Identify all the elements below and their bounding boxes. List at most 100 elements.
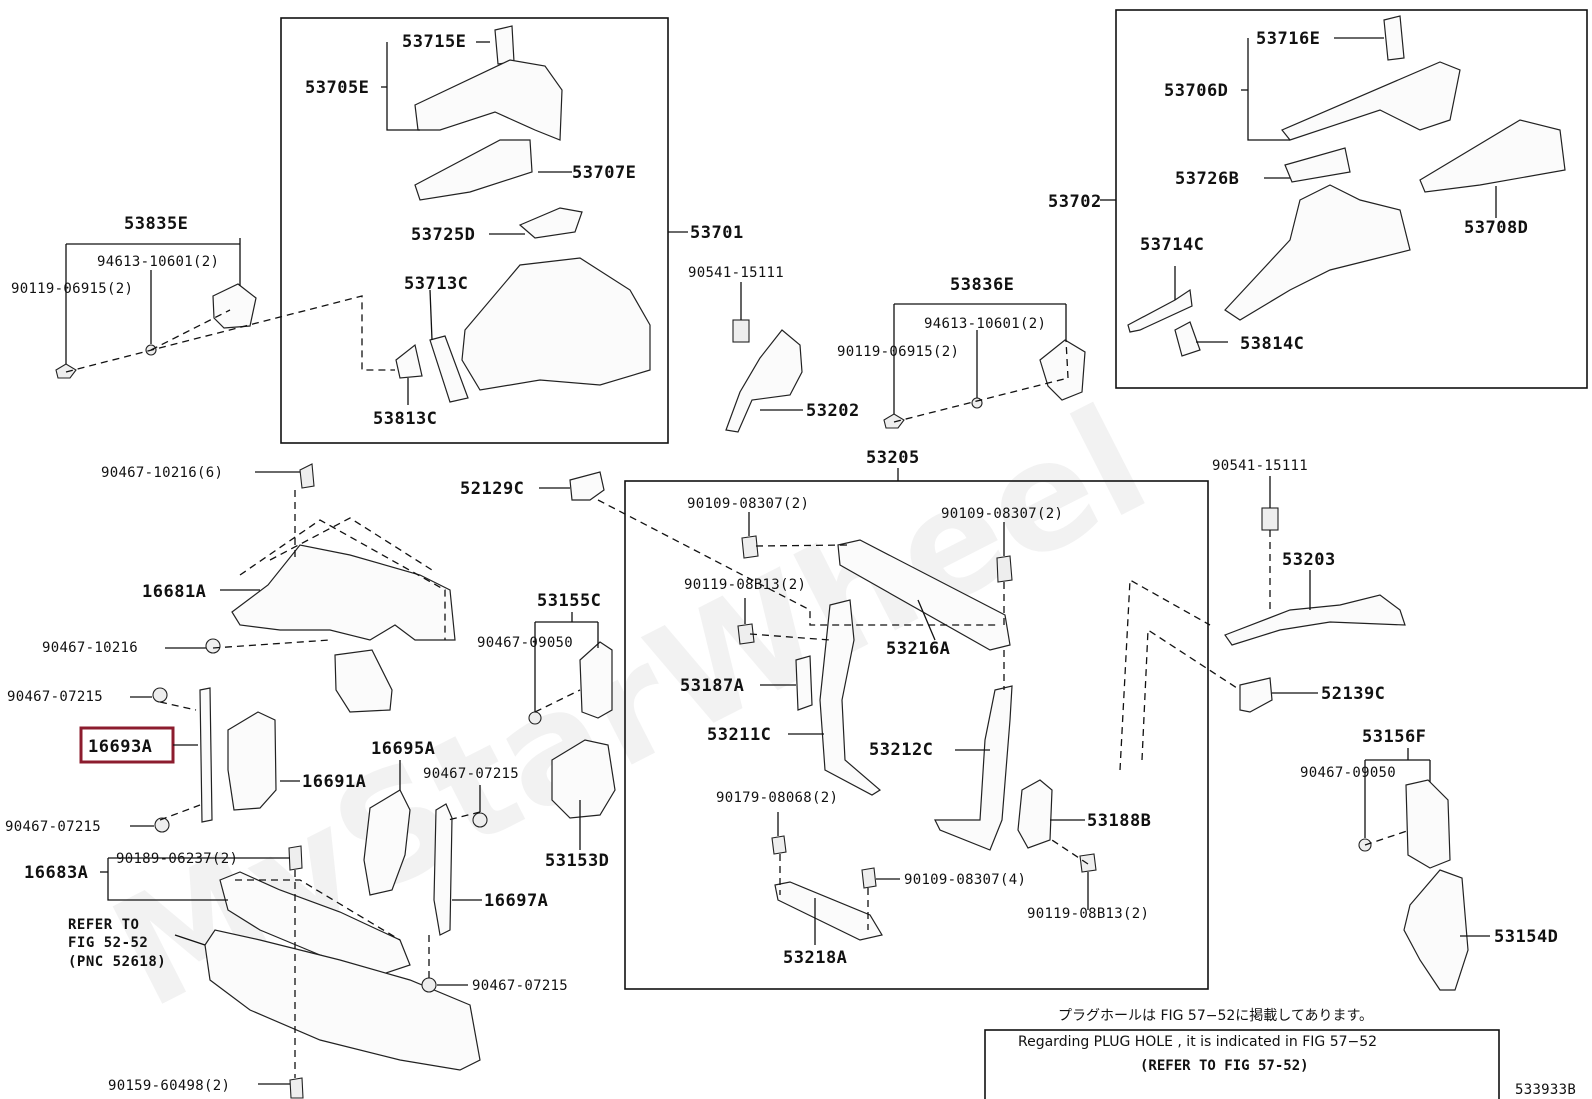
assembly-dashed-lines	[65, 295, 1411, 1078]
part-53212C-shape	[934, 685, 1013, 851]
clip-90467-07215-d	[421, 977, 437, 993]
label-90467-07215-d: 90467-07215	[472, 978, 568, 994]
group-box-53701	[280, 17, 669, 444]
group-box-53702	[1115, 9, 1588, 389]
label-53156F: 53156F	[1362, 727, 1426, 747]
bolt-90109-08307-c	[861, 867, 877, 889]
part-53211C-shape	[819, 599, 882, 796]
label-53205: 53205	[866, 448, 920, 468]
label-90541-15111-top: 90541-15111	[688, 265, 784, 281]
label-94613-10601-left: 94613-10601(2)	[97, 254, 219, 270]
bolt-90109-08307-a	[741, 535, 759, 559]
label-53188B: 53188B	[1087, 811, 1151, 831]
clip-90467-07215-a	[152, 687, 168, 703]
label-16691A: 16691A	[302, 772, 366, 792]
note-english: Regarding PLUG HOLE , it is indicated in…	[1018, 1034, 1377, 1050]
part-inner-apron-left	[461, 257, 651, 391]
label-53218A: 53218A	[783, 948, 847, 968]
bolt-90119-left	[55, 363, 77, 379]
label-90119-08B13-b: 90119-08B13(2)	[1027, 906, 1149, 922]
label-53155C: 53155C	[537, 591, 601, 611]
label-90467-10216: 90467-10216	[42, 640, 138, 656]
label-53153D: 53153D	[545, 851, 609, 871]
label-90159-60498: 90159-60498(2)	[108, 1078, 230, 1094]
part-53707E-shape	[414, 139, 533, 201]
part-53203-shape	[1224, 594, 1406, 646]
note-refer: (REFER TO FIG 57-52)	[1140, 1058, 1309, 1074]
label-53725D: 53725D	[411, 225, 475, 245]
part-53713C-shape	[429, 335, 469, 403]
part-undercover-shape	[204, 929, 481, 1071]
part-53814C-shape	[1174, 321, 1201, 357]
clip-90189-06237	[288, 845, 303, 871]
stopper-90541-right	[1261, 507, 1279, 531]
leader-lines	[65, 37, 1497, 1085]
label-90119-06915-mid: 90119-06915(2)	[837, 344, 959, 360]
label-53813C: 53813C	[373, 409, 437, 429]
note-japanese: プラグホールは FIG 57−52に掲載してあります。	[1058, 1008, 1373, 1024]
clip-90159-60498	[289, 1077, 304, 1099]
clip-90467-07215-b	[154, 817, 170, 833]
label-53707E: 53707E	[572, 163, 636, 183]
label-53202: 53202	[806, 401, 860, 421]
label-53706D: 53706D	[1164, 81, 1228, 101]
part-52139C-shape	[1239, 677, 1273, 713]
label-53713C: 53713C	[404, 274, 468, 294]
part-inner-apron-right	[1224, 184, 1411, 321]
note-box	[984, 1029, 1500, 1099]
label-53835E: 53835E	[124, 214, 188, 234]
label-53212C: 53212C	[869, 740, 933, 760]
part-16697A-shape	[433, 803, 453, 936]
label-90467-10216-6: 90467-10216(6)	[101, 465, 223, 481]
label-53716E: 53716E	[1256, 29, 1320, 49]
label-53187A: 53187A	[680, 676, 744, 696]
part-53708D-shape	[1419, 119, 1566, 193]
label-90189-06237: 90189-06237(2)	[116, 851, 238, 867]
label-52129C: 52129C	[460, 479, 524, 499]
part-number-labels: 53715E 53705E 53707E 53725D 53713C 53813…	[5, 29, 1558, 1094]
label-90119-06915-left: 90119-06915(2)	[11, 281, 133, 297]
label-52139C: 52139C	[1321, 684, 1385, 704]
part-52129C-shape	[569, 471, 605, 501]
part-shapes	[55, 15, 1566, 1099]
label-refer-fig: FIG 52-52	[68, 935, 148, 951]
label-16683A: 16683A	[24, 863, 88, 883]
bolt-90109-08307-b	[996, 555, 1013, 583]
label-53203: 53203	[1282, 550, 1336, 570]
label-refer-to: REFER TO	[68, 917, 139, 933]
label-refer-pnc: (PNC 52618)	[68, 954, 166, 970]
clip-90467-07215-c	[472, 812, 488, 828]
label-53216A: 53216A	[886, 639, 950, 659]
label-94613-10601-mid: 94613-10601(2)	[924, 316, 1046, 332]
bolt-90179-08068	[771, 835, 787, 855]
clip-90467-10216	[205, 638, 221, 654]
clip-90467-10216-6	[299, 463, 315, 489]
part-53218A-shape	[774, 881, 883, 941]
part-16693A-shape	[199, 687, 213, 823]
group-box-53205	[624, 480, 1209, 990]
label-90467-07215-c: 90467-07215	[423, 766, 519, 782]
part-53836E-shape	[1039, 339, 1086, 401]
part-53154D-shape	[1403, 869, 1469, 991]
label-53714C: 53714C	[1140, 235, 1204, 255]
label-16693A: 16693A	[88, 737, 152, 757]
label-90119-08B13-a: 90119-08B13(2)	[684, 577, 806, 593]
part-53813C-shape	[395, 343, 423, 379]
bolt-90119-mid	[883, 413, 905, 429]
label-53705E: 53705E	[305, 78, 369, 98]
part-53835E-shape	[212, 283, 257, 329]
label-53702: 53702	[1048, 192, 1102, 212]
label-90467-07215-b: 90467-07215	[5, 819, 101, 835]
part-16681A-shape	[231, 544, 456, 641]
part-53187A-shape	[795, 655, 813, 711]
label-90179-08068: 90179-08068(2)	[716, 790, 838, 806]
part-53216A-shape	[837, 539, 1011, 651]
label-90109-08307-b: 90109-08307(2)	[941, 506, 1063, 522]
label-90467-07215-a: 90467-07215	[7, 689, 103, 705]
part-53155C-shape	[579, 641, 613, 719]
bolt-90119-08B13-a	[737, 623, 755, 645]
label-53211C: 53211C	[707, 725, 771, 745]
part-16683A-shape	[219, 871, 411, 976]
part-53156F-shape	[1405, 779, 1451, 869]
